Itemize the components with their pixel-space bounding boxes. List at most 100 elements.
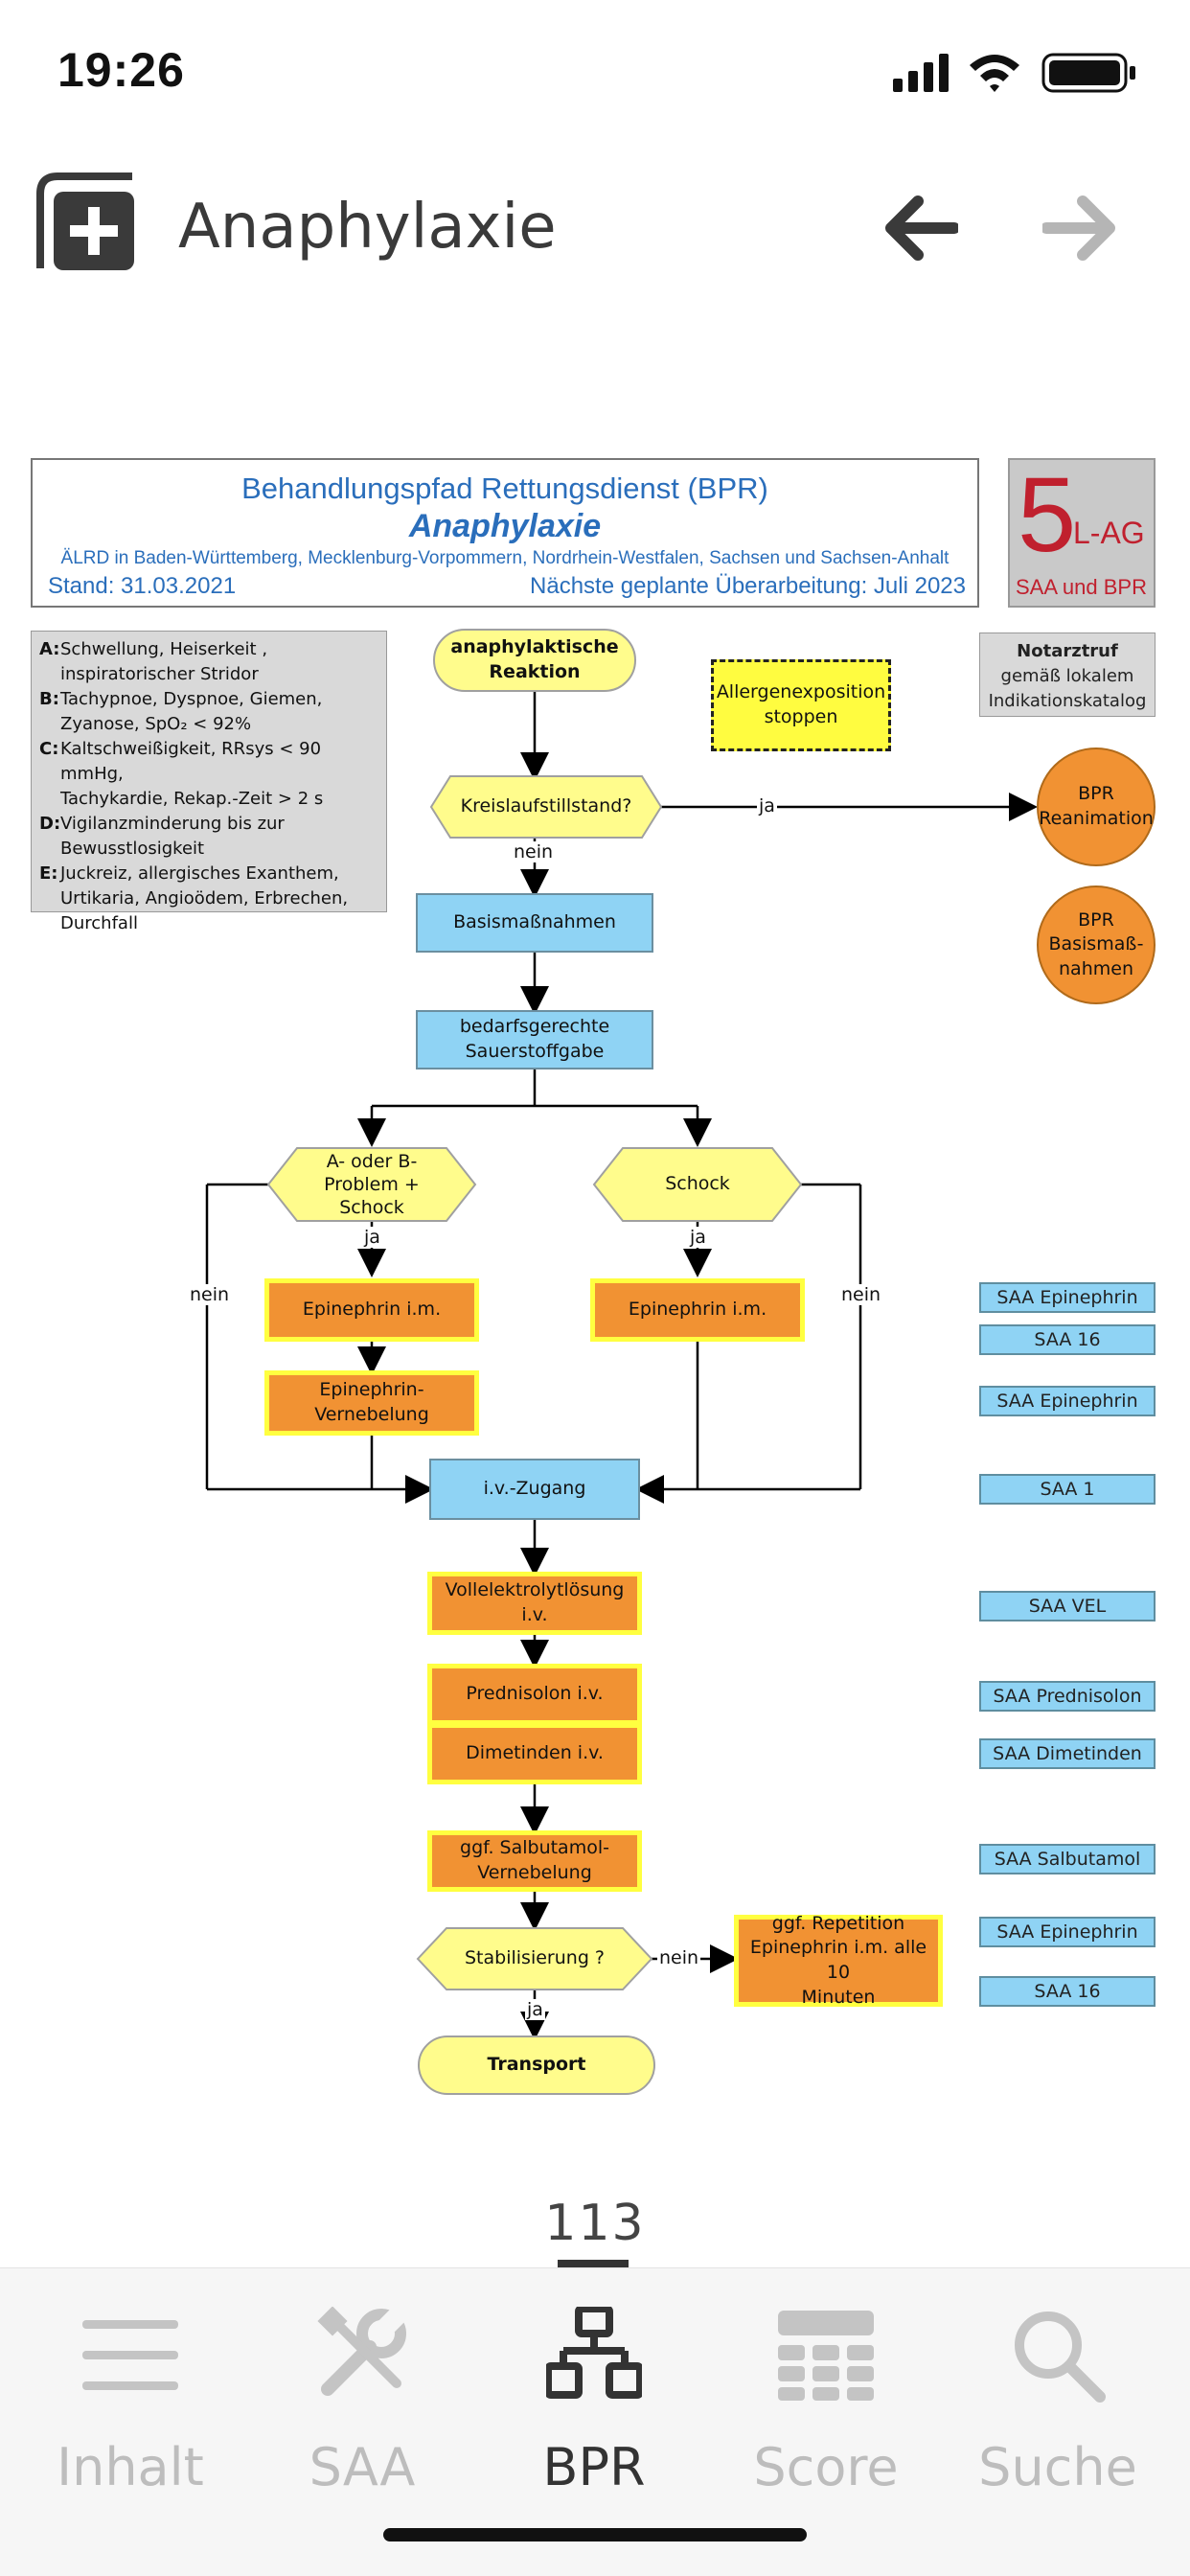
bpr-basis-line3: nahmen [1059,957,1133,979]
document-next-revision: Nächste geplante Überarbeitung: Juli 202… [530,573,966,599]
flowchart-connectors [205,692,1038,2040]
salbutamol-node: ggf. Salbutamol- Vernebelung [427,1830,642,1892]
vel-node: Vollelektrolytlösung i.v. [427,1572,642,1635]
label-nein: nein [839,1284,883,1305]
page-title: Anaphylaxie [178,192,557,263]
status-time: 19:26 [57,43,185,97]
back-arrow-icon[interactable] [881,192,958,264]
criteria-row: A:Schwellung, Heiserkeit , [39,637,378,662]
criteria-key: A: [39,639,60,659]
criteria-text: inspiratorischer Stridor [60,664,259,684]
tab-bar: Inhalt SAA BPR Score [0,2267,1190,2576]
criteria-row: Durchfall [39,911,378,936]
iv-access-label: i.v.-Zugang [483,1478,586,1500]
criteria-key: D: [39,814,61,834]
lag-badge: 5 L-AG SAA und BPR [1008,456,1156,608]
prednisolon-label: Prednisolon i.v. [466,1683,604,1705]
tab-bpr[interactable]: BPR [489,2307,699,2537]
criteria-text: Schwellung, Heiserkeit , [60,639,268,659]
tab-saa[interactable]: SAA [257,2307,468,2537]
allergen-line2: stoppen [764,706,838,727]
decision-shock-label: Schock [665,1173,730,1195]
saa-link-epinephrin[interactable]: SAA Epinephrin [979,1917,1156,1947]
decision-ab-shock: A- oder B- Problem + Schock [287,1148,456,1221]
decision-stable: Stabilisierung ? [446,1928,623,1990]
flowchart-icon [546,2307,642,2399]
page-indicator-bar [558,2260,629,2267]
bpr-basis-link[interactable]: BPR Basismaß- nahmen [1037,886,1156,1004]
saa-link-salbutamol[interactable]: SAA Salbutamol [979,1844,1156,1874]
saa-link-16[interactable]: SAA 16 [979,1324,1156,1355]
saa-link-epinephrin[interactable]: SAA Epinephrin [979,1282,1156,1313]
page-number: 113 [544,2195,646,2252]
saa-link-16[interactable]: SAA 16 [979,1976,1156,2007]
criteria-row: Bewusstlosigkeit [39,837,378,862]
decision-ab-line3: Schock [339,1197,404,1218]
criteria-row: E:Juckreiz, allergisches Exanthem, [39,862,378,886]
saa-link-1[interactable]: SAA 1 [979,1474,1156,1505]
repeat-line3: Minuten [801,1986,876,2008]
criteria-row: inspiratorischer Stridor [39,662,378,687]
tab-label: Inhalt [57,2437,204,2497]
battery-icon [1041,53,1135,93]
repeat-line1: ggf. Repetition [771,1912,905,1934]
criteria-key: C: [39,739,59,759]
saa-link-epinephrin[interactable]: SAA Epinephrin [979,1386,1156,1416]
saa-link-dimetinden[interactable]: SAA Dimetinden [979,1738,1156,1769]
label-ja: ja [525,1999,545,2020]
decision-shock: Schock [613,1148,782,1221]
iv-access-node: i.v.-Zugang [429,1459,640,1520]
oxygen-line1: bedarfsgerechte [459,1016,610,1038]
tab-inhalt[interactable]: Inhalt [25,2307,236,2537]
tab-label: Score [753,2437,899,2497]
saa-link-prednisolon[interactable]: SAA Prednisolon [979,1681,1156,1712]
criteria-text: Durchfall [60,913,138,933]
oxygen-node: bedarfsgerechte Sauerstoffgabe [416,1010,653,1070]
criteria-row: Tachykardie, Rekap.-Zeit > 2 s [39,787,378,812]
badge-number: 5 [1018,456,1077,574]
document-stand: Stand: 31.03.2021 [48,573,237,599]
criteria-text: Tachypnoe, Dyspnoe, Giemen, [60,689,323,709]
transport-label: Transport [487,2054,586,2076]
criteria-row: Zyanose, SpO₂ < 92% [39,712,378,737]
criteria-text: Vigilanzminderung bis zur [60,814,285,834]
epi-im-right-label: Epinephrin i.m. [628,1299,767,1321]
vel-line2: i.v. [521,1604,548,1625]
prednisolon-node: Prednisolon i.v. [427,1664,642,1725]
repeat-line2: Epinephrin i.m. alle 10 [749,1937,927,1983]
dimetinden-node: Dimetinden i.v. [427,1723,642,1784]
criteria-row: D:Vigilanzminderung bis zur [39,812,378,837]
notarzt-line2: Indikationskatalog [988,691,1147,711]
repeat-epinephrin-node: ggf. Repetition Epinephrin i.m. alle 10 … [734,1912,943,2008]
criteria-row: C:Kaltschweißigkeit, RRsys < 90 mmHg, [39,737,378,787]
decision-stable-label: Stabilisierung ? [465,1947,605,1969]
label-nein: nein [512,841,556,862]
bpr-reanimation-link[interactable]: BPR Reanimation [1037,748,1156,866]
status-icons [893,53,1135,93]
tab-label: Suche [978,2437,1137,2497]
bpr-reanimation-line1: BPR [1078,783,1114,805]
document-header: Behandlungspfad Rettungsdienst (BPR) Ana… [31,458,979,608]
tab-score[interactable]: Score [721,2307,931,2537]
epinephrin-im-right: Epinephrin i.m. [590,1278,805,1342]
tab-suche[interactable]: Suche [952,2307,1163,2537]
menu-icon [82,2320,178,2390]
salbutamol-line2: Vernebelung [477,1862,592,1883]
criteria-text: Urtikaria, Angioödem, Erbrechen, [60,888,349,908]
criteria-text: Tachykardie, Rekap.-Zeit > 2 s [60,789,324,809]
epi-im-left-label: Epinephrin i.m. [302,1299,442,1321]
forward-arrow-icon[interactable] [1042,192,1119,264]
badge-bottom: SAA und BPR [1016,575,1147,599]
wifi-icon [970,55,1019,92]
tools-icon [317,2307,408,2396]
decision-arrest: Kreislaufstillstand? [450,776,642,838]
allergen-line1: Allergenexposition [716,681,886,703]
notarzt-line1: gemäß lokalem [1000,666,1134,686]
label-nein: nein [657,1947,701,1968]
badge-suffix: L-AG [1073,516,1145,550]
saa-link-vel[interactable]: SAA VEL [979,1591,1156,1622]
flowchart: Behandlungspfad Rettungsdienst (BPR) Ana… [0,450,1190,2118]
transport-node: Transport [418,2036,655,2095]
calculator-icon [778,2311,874,2401]
criteria-row: B:Tachypnoe, Dyspnoe, Giemen, [39,687,378,712]
